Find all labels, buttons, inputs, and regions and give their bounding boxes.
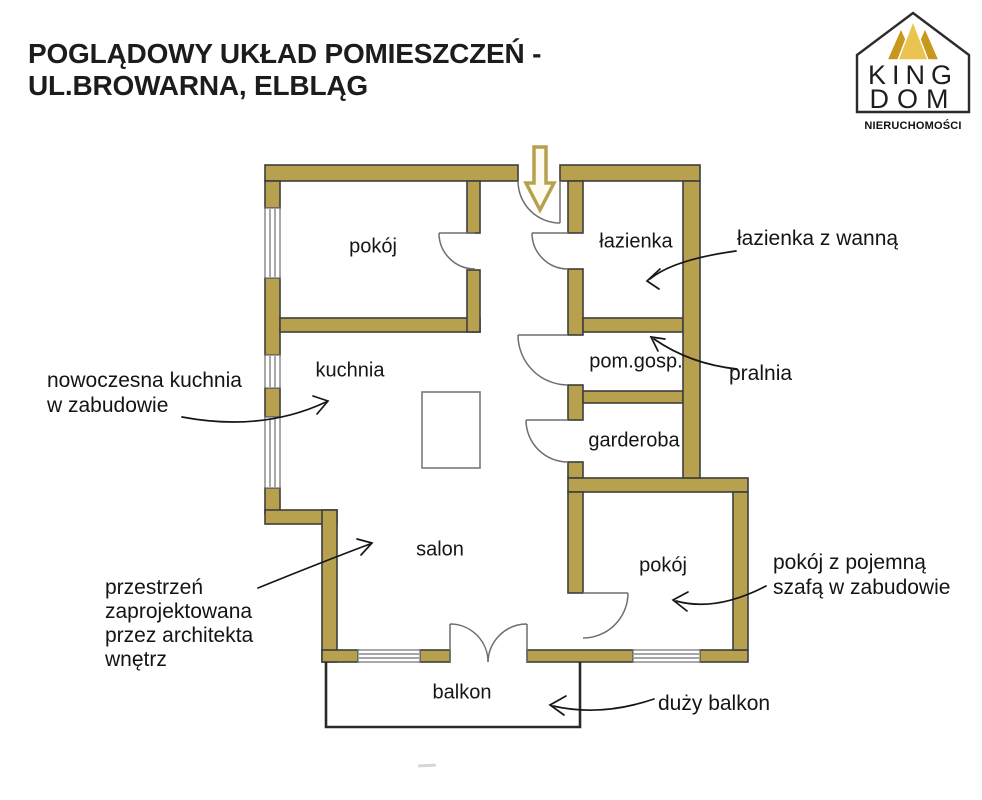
annotation-duzy-balkon: duży balkon <box>658 692 771 715</box>
room-label-balkon: balkon <box>432 681 492 704</box>
wall <box>526 649 634 663</box>
room-label-salon: salon <box>416 538 464 561</box>
room-label-pokoj-bottom: pokój <box>639 554 687 577</box>
wall <box>264 277 281 356</box>
room-label-pokoj-top: pokój <box>349 235 397 258</box>
crown-icon <box>896 18 930 61</box>
wall <box>732 491 749 651</box>
arrowhead <box>312 395 330 415</box>
annotation-pokoj-z-szafa: pokój z pojemną szafą w zabudowie <box>773 551 951 599</box>
annotation-arrows <box>181 250 767 716</box>
page-title: POGLĄDOWY UKŁAD POMIESZCZEŃ - UL.BROWARN… <box>28 38 541 102</box>
logo-house-outline <box>855 11 971 114</box>
arrow-balkon <box>552 698 655 712</box>
wall <box>567 491 584 594</box>
wall <box>567 384 584 421</box>
wall <box>582 390 684 404</box>
window <box>264 416 281 489</box>
door-arc <box>531 232 569 270</box>
room-label-lazienka: łazienka <box>599 230 673 253</box>
door-arc <box>438 232 476 270</box>
wall <box>264 164 519 182</box>
room-label-kuchnia: kuchnia <box>315 359 385 382</box>
door-arc <box>517 334 569 386</box>
wall <box>699 649 749 663</box>
door-arc <box>449 623 489 663</box>
door-arc <box>525 419 569 463</box>
wall <box>264 387 281 418</box>
wall <box>582 317 684 333</box>
page-title-line1: POGLĄDOWY UKŁAD POMIESZCZEŃ - <box>28 38 542 69</box>
arrow-kuchnia <box>181 401 327 423</box>
wall <box>682 180 701 479</box>
wall <box>321 649 359 663</box>
page-title-line2: UL.BROWARNA, ELBLĄG <box>28 70 368 101</box>
entrance-arrow-icon <box>523 145 557 214</box>
wall <box>279 317 481 333</box>
annotation-nowoczesna-kuchnia: nowoczesna kuchnia w zabudowie <box>47 369 242 417</box>
arrowhead <box>649 335 666 352</box>
door-arc <box>582 592 629 639</box>
window <box>264 354 281 389</box>
annotation-lazienka-z-wanna: łazienka z wanną <box>737 227 899 250</box>
window <box>264 207 281 279</box>
arrow-lazienka <box>649 250 737 280</box>
wall <box>559 164 701 182</box>
logo-subtitle: NIERUCHOMOŚCI <box>864 119 961 132</box>
kingdom-logo: KING DOM NIERUCHOMOŚCI <box>855 11 971 132</box>
logo-brand-dom: DOM <box>870 84 957 114</box>
wall <box>466 269 481 333</box>
wall <box>419 649 451 663</box>
wall <box>567 461 584 479</box>
window <box>632 649 701 663</box>
arrowhead <box>645 268 661 290</box>
walls <box>264 164 749 663</box>
wall <box>264 180 281 209</box>
door-arc <box>517 180 561 224</box>
room-label-garderoba: garderoba <box>588 429 680 452</box>
wall <box>321 509 338 663</box>
arrow-salon <box>257 543 371 589</box>
doors <box>438 180 629 663</box>
logo-brand-king: KING <box>868 60 958 90</box>
arrowhead <box>356 538 374 556</box>
arrowhead <box>548 695 567 716</box>
balcony-outline <box>324 662 582 729</box>
wall <box>466 180 481 234</box>
wall <box>567 268 584 336</box>
annotation-przestrzen: przestrzeń zaprojektowana przez architek… <box>105 576 254 671</box>
wall <box>567 477 749 493</box>
wall <box>567 180 584 234</box>
arrowhead <box>671 591 689 612</box>
arrow-pralnia <box>653 338 738 370</box>
room-label-pom-gosp: pom.gosp. <box>589 350 683 373</box>
kitchen-table <box>421 391 481 469</box>
annotation-pralnia: pralnia <box>729 362 793 385</box>
arrow-pokoj <box>675 585 767 606</box>
window <box>357 649 421 663</box>
windows <box>264 207 701 663</box>
door-arc <box>487 623 528 663</box>
